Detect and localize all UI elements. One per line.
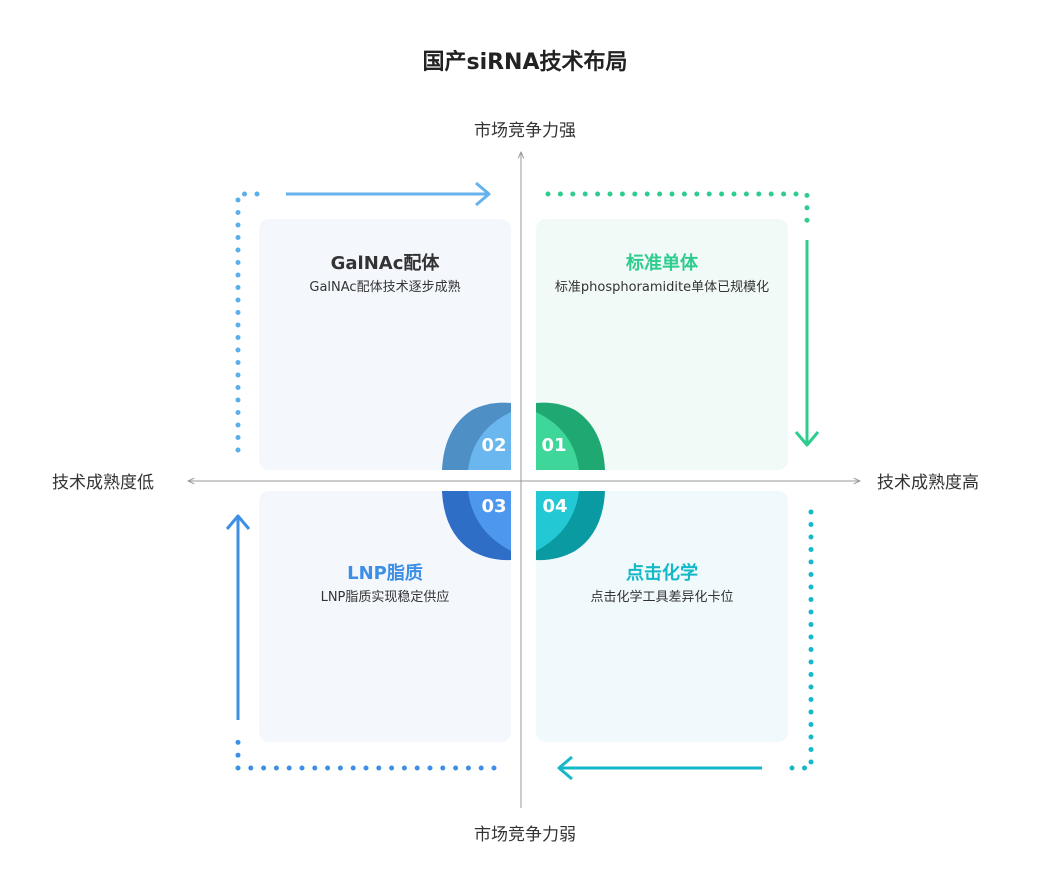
panel-standard-monomer [536,219,788,470]
quadrant-desc-galnac: GalNAc配体技术逐步成熟 [309,280,461,295]
quadrant-number-02: 02 [481,435,507,456]
quadrant-title-click-chemistry: 点击化学 [626,563,698,584]
flow-arrow-bottom-left [225,514,497,771]
panel-lnp [259,491,511,742]
panel-click-chemistry [536,491,788,742]
quadrant-number-03: 03 [481,496,507,517]
flow-arrow-top-left [235,181,491,453]
quadrant-title-lnp: LNP脂质 [347,563,423,584]
axis-label-top: 市场竞争力强 [474,121,576,141]
petal-04 [536,491,605,561]
quadrant-title-standard-monomer: 标准单体 [626,253,698,274]
petal-03 [442,491,511,561]
quadrant-number-01: 01 [541,435,567,456]
quadrant-desc-standard-monomer: 标准phosphoramidite单体已规模化 [554,280,770,295]
flow-arrow-top-right [545,191,820,447]
panel-galnac [259,219,511,470]
axis-label-right: 技术成熟度高 [877,473,979,493]
petal-01 [536,402,605,470]
quadrant-number-04: 04 [542,496,568,517]
quadrant-title-galnac: GalNAc配体 [330,253,440,274]
flow-arrow-bottom-right [557,509,814,781]
axis-label-left: 技术成熟度低 [52,473,154,493]
quadrant-desc-click-chemistry: 点击化学工具差异化卡位 [590,590,734,605]
axis-label-bottom: 市场竞争力弱 [474,825,576,845]
petal-02 [442,402,511,470]
quadrant-desc-lnp: LNP脂质实现稳定供应 [320,590,450,605]
diagram-title: 国产siRNA技术布局 [422,50,628,75]
